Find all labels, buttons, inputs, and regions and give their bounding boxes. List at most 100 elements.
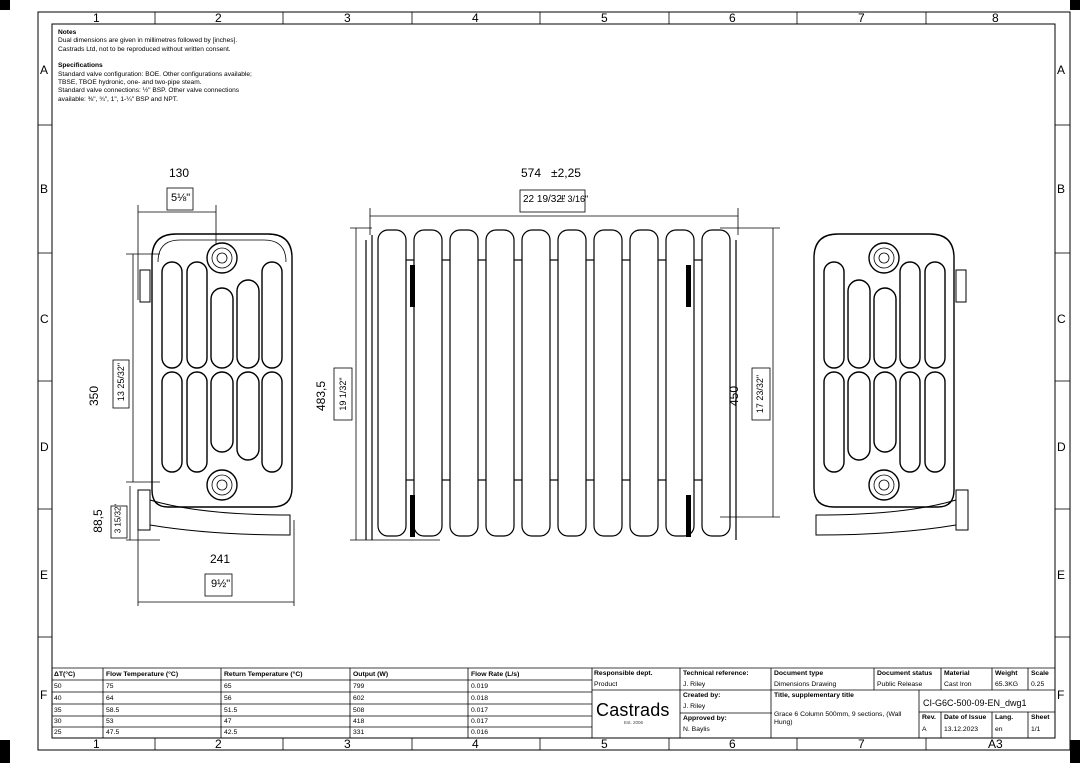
zone-col-2-bottom: 2 xyxy=(215,737,222,751)
zone-col-3: 3 xyxy=(344,11,351,25)
table-cell: 58.5 xyxy=(106,707,120,714)
zone-row-f: F xyxy=(40,688,48,702)
date-label: Date of Issue xyxy=(944,714,987,721)
zone-row-b: B xyxy=(40,182,49,196)
table-cell: 0.017 xyxy=(471,718,489,725)
zone-col-2: 2 xyxy=(215,11,222,25)
table-cell: 47 xyxy=(224,718,232,725)
spec-line: Standard valve configuration: BOE. Other… xyxy=(58,70,252,78)
sheet-label: Sheet xyxy=(1031,714,1050,721)
responsible-dept-label: Responsible dept. xyxy=(594,670,653,677)
dim-front-length-mm: 574 xyxy=(521,166,542,180)
date: 13.12.2023 xyxy=(944,726,979,733)
responsible-dept: Product xyxy=(594,681,618,688)
table-cell: 35 xyxy=(54,707,62,714)
table-header: ΔT(°C) xyxy=(54,671,76,678)
dim-bottom-mm: 88,5 xyxy=(91,509,105,533)
side-view-right xyxy=(813,233,969,536)
zone-row-e-right: E xyxy=(1057,568,1066,582)
tech-ref: J. Riley xyxy=(683,681,706,688)
lang: en xyxy=(995,726,1003,733)
dim-side-depth-in: 5⅛" xyxy=(171,192,191,204)
tech-ref-label: Technical reference: xyxy=(683,670,749,677)
table-header: Return Temperature (°C) xyxy=(224,671,303,678)
zone-row-d-right: D xyxy=(1057,440,1066,454)
zone-row-c: C xyxy=(40,312,49,326)
zone-col-5-bottom: 5 xyxy=(601,737,608,751)
weight: 65.3KG xyxy=(995,681,1019,688)
table-cell: 602 xyxy=(353,695,365,702)
dim-front-length-tol: ±2,25 xyxy=(551,166,581,180)
zone-col-6-bottom: 6 xyxy=(729,737,736,751)
table-cell: 418 xyxy=(353,718,365,725)
dim-centers-mm: 350 xyxy=(87,385,101,407)
title-label: Title, supplementary title xyxy=(774,692,854,699)
zone-row-f-right: F xyxy=(1057,688,1065,702)
sheet: 1/1 xyxy=(1031,726,1041,733)
zone-col-4: 4 xyxy=(472,11,479,25)
table-cell: 0.017 xyxy=(471,707,489,714)
dim-side-depth-mm: 130 xyxy=(169,166,190,180)
zone-row-a: A xyxy=(40,63,49,77)
spec-line: TBSE, TBOE hydronic, one- and two-pipe s… xyxy=(58,79,202,87)
table-cell: 65 xyxy=(224,683,232,690)
scale-label: Scale xyxy=(1031,670,1049,677)
zone-col-7: 7 xyxy=(858,11,865,25)
side-view-left xyxy=(137,233,293,536)
company-logo: Castrads xyxy=(596,700,670,720)
table-cell: 30 xyxy=(54,718,62,725)
dim-front-length-in: 22 19/32" xyxy=(523,194,566,205)
dim-bottom-in: 3 15/32" xyxy=(113,503,123,534)
zone-col-3-bottom: 3 xyxy=(344,737,351,751)
doc-type-label: Document type xyxy=(774,670,824,677)
dim-base-mm: 241 xyxy=(210,552,231,566)
notes-heading: Notes xyxy=(58,29,77,36)
notes-line: Dual dimensions are given in millimetres… xyxy=(58,37,238,45)
approved-by-label: Approved by: xyxy=(683,715,727,722)
table-cell: 51.5 xyxy=(224,707,238,714)
zone-col-6: 6 xyxy=(729,11,736,25)
table-header: Flow Rate (L/s) xyxy=(471,671,520,678)
specifications-heading: Specifications xyxy=(58,62,103,70)
table-header: Output (W) xyxy=(353,671,389,678)
approved-by: N. Baylis xyxy=(683,726,710,733)
lang-label: Lang. xyxy=(995,714,1014,721)
rev: A xyxy=(922,726,927,733)
table-cell: 50 xyxy=(54,683,62,690)
dim-base-in: 9½" xyxy=(211,578,231,590)
company-est: Est. 2006 xyxy=(624,720,644,725)
scale: 0.25 xyxy=(1031,681,1045,688)
rev-label: Rev. xyxy=(922,714,936,721)
zone-col-8: 8 xyxy=(992,11,999,25)
material: Cast Iron xyxy=(944,681,972,688)
zone-col-4-bottom: 4 xyxy=(472,737,479,751)
zone-row-c-right: C xyxy=(1057,312,1066,326)
zone-col-5: 5 xyxy=(601,11,608,25)
table-cell: 47.5 xyxy=(106,729,120,736)
zone-row-e: E xyxy=(40,568,49,582)
doc-status-label: Document status xyxy=(877,670,933,677)
table-cell: 799 xyxy=(353,683,365,690)
dim-centers-in: 13 25/32" xyxy=(116,362,126,402)
notes-line: Castrads Ltd, not to be reproduced witho… xyxy=(58,45,231,53)
zone-row-a-right: A xyxy=(1057,63,1066,77)
zone-col-1-bottom: 1 xyxy=(93,737,100,751)
table-cell: 56 xyxy=(224,695,232,702)
notes-block: Notes Dual dimensions are given in milli… xyxy=(58,29,288,104)
doc-type: Dimensions Drawing xyxy=(774,681,837,688)
table-cell: 40 xyxy=(54,695,62,702)
dim-right-height-in: 17 23/32" xyxy=(755,374,765,414)
front-view xyxy=(365,229,737,540)
table-header: Flow Temperature (°C) xyxy=(106,671,179,678)
zone-row-d: D xyxy=(40,440,49,454)
table-cell: 0.016 xyxy=(471,729,489,736)
table-cell: 25 xyxy=(54,729,62,736)
table-cell: 0.019 xyxy=(471,683,489,690)
dim-front-length-tol-in: ± 3/16" xyxy=(560,194,589,204)
paper-size: A3 xyxy=(988,737,1003,751)
material-label: Material xyxy=(944,670,970,677)
created-by-label: Created by: xyxy=(683,692,721,699)
table-cell: 331 xyxy=(353,729,365,736)
zone-row-b-right: B xyxy=(1057,182,1066,196)
